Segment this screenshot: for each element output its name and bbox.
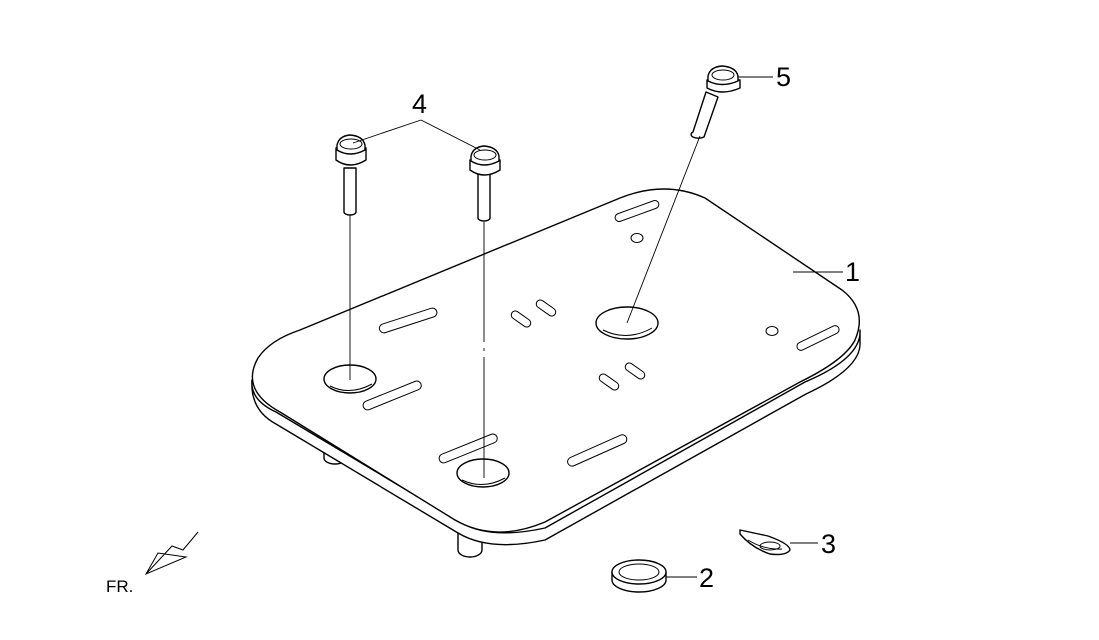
plate-small-slot [598, 373, 620, 391]
callout-4: 4 [412, 89, 427, 119]
bolt-middle [469, 145, 501, 222]
plate-small-hole [765, 326, 779, 336]
plate-top [251, 188, 860, 533]
leader-lines [349, 76, 843, 578]
bolt-right [690, 65, 741, 139]
bolt-left [335, 134, 367, 216]
clip-part [739, 529, 791, 556]
callout-3: 3 [821, 529, 836, 559]
callout-5: 5 [776, 62, 791, 92]
plate-small-slot [535, 299, 557, 317]
mounting-plate [251, 188, 861, 558]
callout-2: 2 [699, 563, 714, 593]
plate-slot [796, 325, 840, 351]
plate-large-hole-front [456, 458, 510, 488]
cap-plug-part [611, 559, 667, 593]
plate-small-hole [630, 233, 644, 243]
callout-1: 1 [845, 257, 860, 287]
plate-small-slot [510, 310, 532, 328]
plate-slot [362, 380, 422, 411]
plate-slot [378, 307, 438, 334]
plate-slot [438, 433, 498, 464]
front-direction-arrow [144, 531, 199, 576]
plate-slot [614, 200, 660, 222]
plate-small-slot [624, 362, 646, 380]
plate-slot [567, 434, 628, 467]
front-direction-label: FR. [106, 577, 133, 596]
